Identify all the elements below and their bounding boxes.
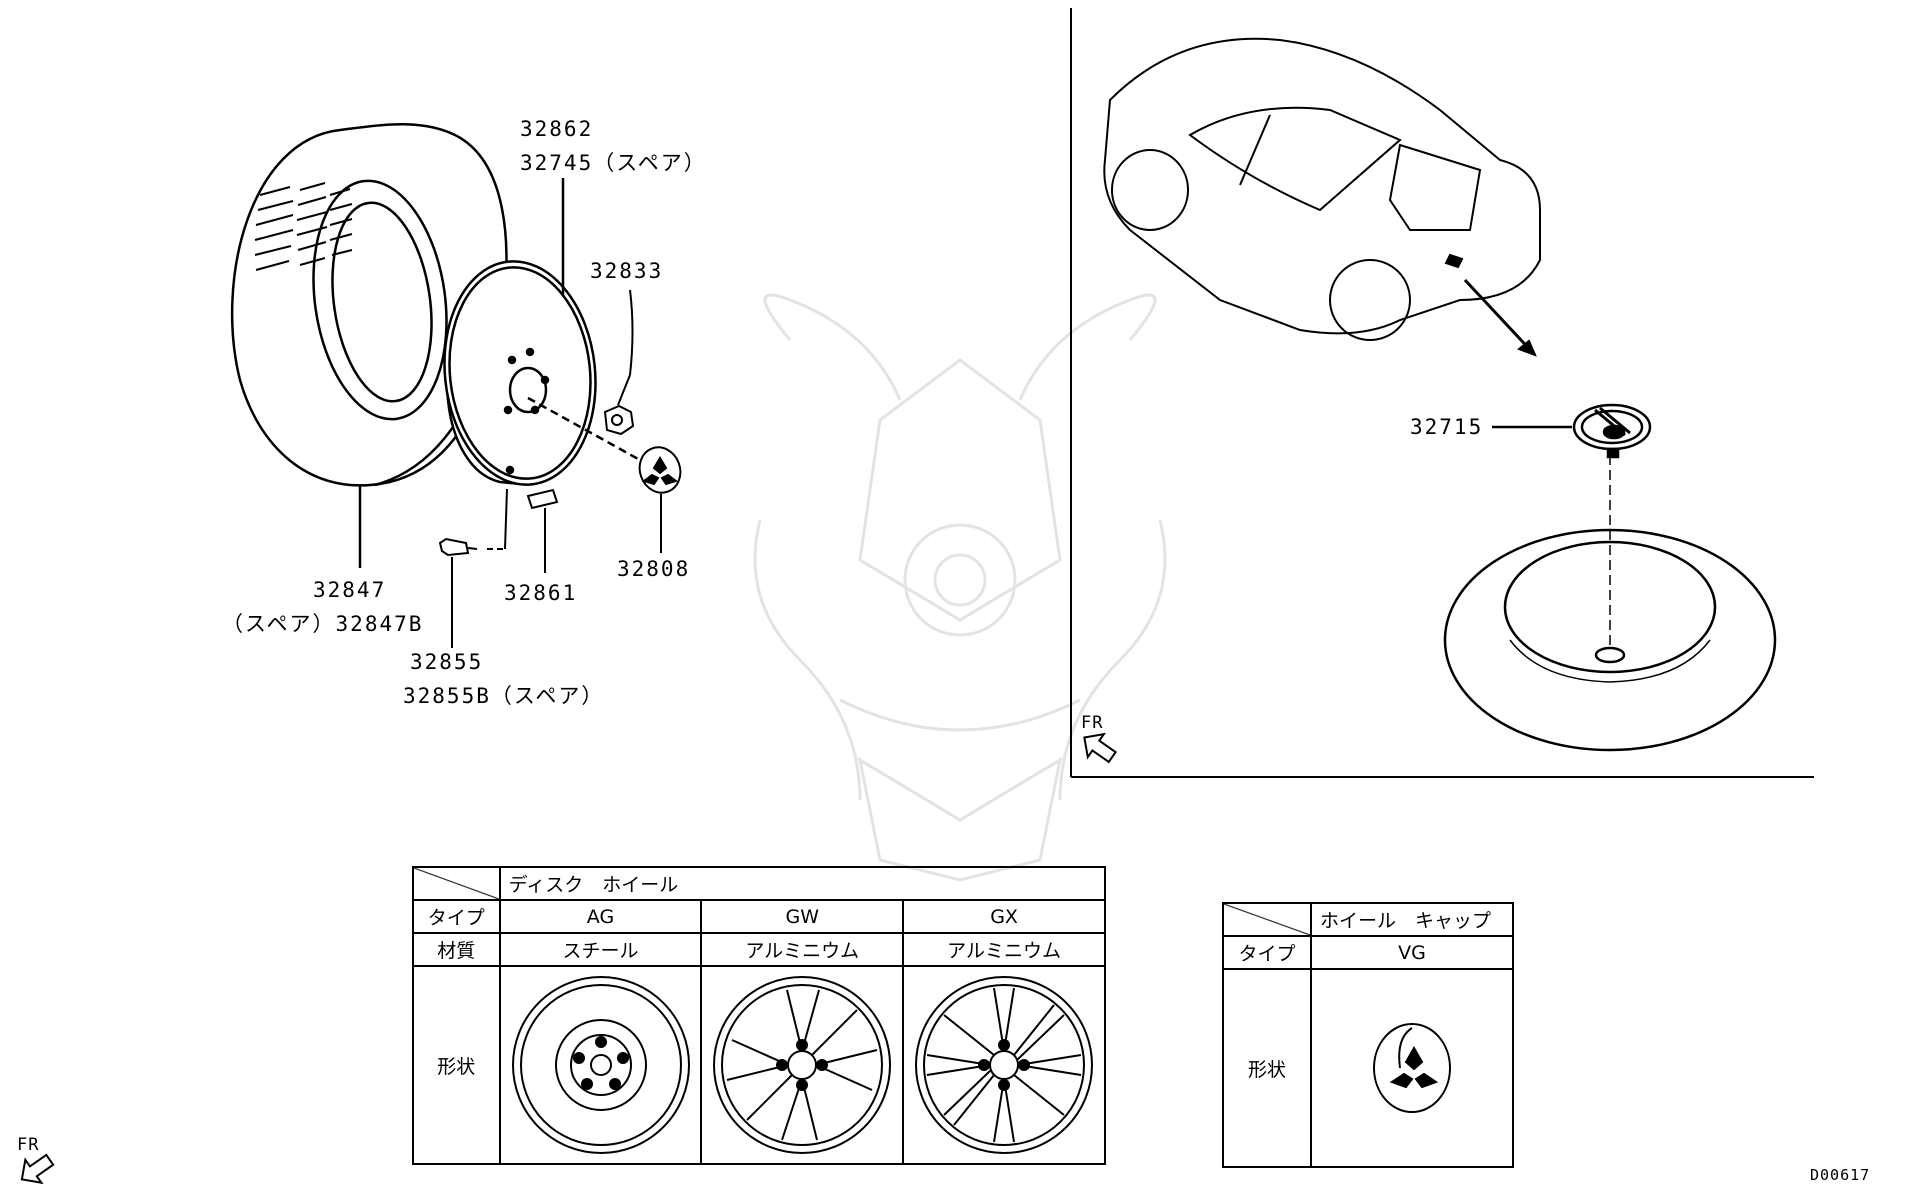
shape-gw	[700, 965, 905, 1165]
label-32861: 32861	[504, 581, 578, 605]
label-32715: 32715	[1410, 415, 1484, 439]
label-32847: 32847	[313, 578, 387, 602]
fr-label-bottom: FR	[17, 1135, 40, 1155]
watermark-logo	[753, 293, 1167, 882]
alloy-wheel-gx-icon	[915, 976, 1094, 1154]
label-32855: 32855	[410, 650, 484, 674]
cap-row-label-shape: 形状	[1222, 968, 1312, 1168]
wheel-table-header: ディスク ホイール	[498, 866, 1107, 901]
spare-tire-clamp-icon	[1572, 403, 1652, 459]
material-aluminium-gx: アルミニウム	[902, 932, 1106, 967]
wheel-cap-spec-table: ホイール キャップ タイプ VG 形状	[1222, 902, 1514, 1168]
cap-row-label-type: タイプ	[1222, 935, 1312, 970]
type-gx: GX	[902, 899, 1106, 934]
cap-type-vg: VG	[1310, 935, 1514, 970]
front-direction-arrow-icon	[1083, 732, 1118, 764]
valve-icon	[438, 488, 508, 648]
row-label-shape: 形状	[412, 965, 501, 1165]
table-corner	[412, 866, 501, 901]
cap-table-header: ホイール キャップ	[1310, 902, 1514, 937]
label-32855b-spare: 32855B（スペア）	[403, 684, 605, 708]
center-cap-icon	[638, 446, 682, 553]
front-direction-arrow-bottom-icon	[20, 1153, 55, 1185]
diagram-code: D00617	[1810, 1166, 1871, 1184]
shape-ag	[498, 965, 703, 1165]
balance-weight-icon	[526, 488, 559, 573]
inset-frame	[1070, 8, 1814, 778]
shape-gx	[902, 965, 1106, 1165]
label-32745-spare: 32745（スペア）	[520, 151, 707, 175]
row-label-type: タイプ	[412, 899, 501, 934]
spare-tire	[1443, 425, 1777, 752]
steel-wheel-icon	[511, 976, 690, 1154]
vehicle-outline	[1103, 37, 1541, 357]
material-steel: スチール	[498, 932, 703, 967]
cap-shape-vg	[1310, 968, 1514, 1168]
label-32862: 32862	[520, 117, 594, 141]
wheel-disc	[443, 178, 641, 486]
label-32847b-spare: （スペア）32847B	[222, 612, 424, 636]
label-32808: 32808	[617, 557, 691, 581]
lug-nut-icon	[603, 289, 635, 436]
material-aluminium-gw: アルミニウム	[700, 932, 905, 967]
type-ag: AG	[498, 899, 703, 934]
fr-label-inset: FR	[1081, 713, 1104, 733]
wheel-cap-icon	[1373, 1023, 1451, 1113]
wheel-spec-table: ディスク ホイール タイプ AG GW GX 材質 スチール アルミニウム アル…	[412, 866, 1107, 1165]
row-label-material: 材質	[412, 932, 501, 967]
cap-table-corner	[1222, 902, 1312, 937]
type-gw: GW	[700, 899, 905, 934]
alloy-wheel-gw-icon	[713, 976, 892, 1154]
label-32833: 32833	[590, 259, 664, 283]
tire-tread-icon	[254, 182, 353, 271]
